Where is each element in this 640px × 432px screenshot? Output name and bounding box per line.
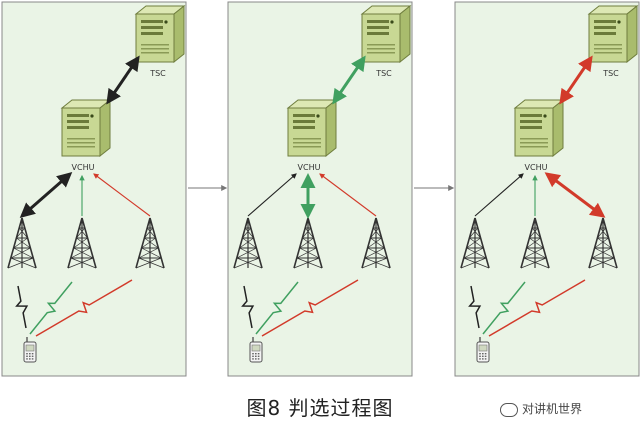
server-side: [400, 6, 410, 62]
vchu-server-icon: [515, 100, 563, 156]
tsc-label: TSC: [375, 69, 392, 78]
server-vent: [141, 52, 169, 54]
server-vent: [141, 48, 169, 50]
panel-1: TSC VCHU: [2, 2, 186, 376]
handset-key: [479, 353, 481, 354]
server-led: [164, 20, 167, 23]
server-vent: [520, 138, 548, 140]
server-slot: [367, 32, 389, 35]
handset-key: [479, 358, 481, 359]
server-vent: [594, 44, 622, 46]
handset-key: [485, 356, 487, 357]
server-led: [543, 114, 546, 117]
server-slot: [367, 26, 389, 29]
server-led: [390, 20, 393, 23]
server-vent: [141, 44, 169, 46]
server-vent: [520, 142, 548, 144]
handset-screen: [479, 345, 487, 351]
server-slot: [594, 20, 616, 23]
vchu-label: VCHU: [298, 163, 321, 172]
vchu-label: VCHU: [72, 163, 95, 172]
handset-key: [29, 353, 31, 354]
server-side: [326, 100, 336, 156]
server-side: [627, 6, 637, 62]
server-vent: [293, 142, 321, 144]
handset-key: [485, 353, 487, 354]
server-vent: [67, 146, 95, 148]
server-vent: [367, 52, 395, 54]
handset-key: [32, 358, 34, 359]
handset-key: [482, 356, 484, 357]
handset-key: [32, 356, 34, 357]
handset-screen: [26, 345, 34, 351]
handset-key: [258, 358, 260, 359]
server-slot: [67, 120, 89, 123]
chat-bubble-icon: [500, 403, 518, 417]
server-vent: [293, 146, 321, 148]
server-slot: [67, 126, 89, 129]
handset-key: [29, 358, 31, 359]
server-slot: [141, 20, 163, 23]
watermark: 对讲机世界: [500, 400, 582, 417]
handset-key: [255, 353, 257, 354]
server-vent: [367, 44, 395, 46]
server-slot: [141, 32, 163, 35]
handset-key: [252, 353, 254, 354]
tsc-server-icon: [362, 6, 410, 62]
handset-key: [252, 356, 254, 357]
handset-key: [26, 356, 28, 357]
server-slot: [520, 114, 542, 117]
server-vent: [293, 138, 321, 140]
handset-key: [26, 353, 28, 354]
server-slot: [367, 20, 389, 23]
server-vent: [594, 48, 622, 50]
handset-key: [252, 358, 254, 359]
server-slot: [520, 120, 542, 123]
tsc-server-icon: [136, 6, 184, 62]
handset-key: [258, 353, 260, 354]
watermark-text: 对讲机世界: [522, 402, 582, 416]
panel-2: TSC VCHU: [228, 2, 412, 376]
server-led: [316, 114, 319, 117]
server-slot: [594, 26, 616, 29]
server-side: [553, 100, 563, 156]
server-slot: [594, 32, 616, 35]
handset-key: [479, 356, 481, 357]
tsc-label: TSC: [602, 69, 619, 78]
server-slot: [520, 126, 542, 129]
handset-key: [482, 353, 484, 354]
handset-key: [29, 356, 31, 357]
server-slot: [293, 114, 315, 117]
handset-key: [485, 358, 487, 359]
server-slot: [293, 120, 315, 123]
handset-key: [255, 356, 257, 357]
panel-3: TSC VCHU: [455, 2, 639, 376]
handset-screen: [252, 345, 260, 351]
server-vent: [67, 142, 95, 144]
handset-key: [258, 356, 260, 357]
server-side: [100, 100, 110, 156]
handset-key: [255, 358, 257, 359]
handset-key: [26, 358, 28, 359]
server-slot: [141, 26, 163, 29]
vchu-label: VCHU: [525, 163, 548, 172]
tsc-server-icon: [589, 6, 637, 62]
vchu-server-icon: [288, 100, 336, 156]
vchu-server-icon: [62, 100, 110, 156]
handset-key: [482, 358, 484, 359]
server-slot: [293, 126, 315, 129]
server-vent: [67, 138, 95, 140]
tsc-label: TSC: [149, 69, 166, 78]
handset-key: [32, 353, 34, 354]
server-vent: [367, 48, 395, 50]
server-vent: [520, 146, 548, 148]
server-led: [90, 114, 93, 117]
server-side: [174, 6, 184, 62]
server-slot: [67, 114, 89, 117]
server-led: [617, 20, 620, 23]
server-vent: [594, 52, 622, 54]
